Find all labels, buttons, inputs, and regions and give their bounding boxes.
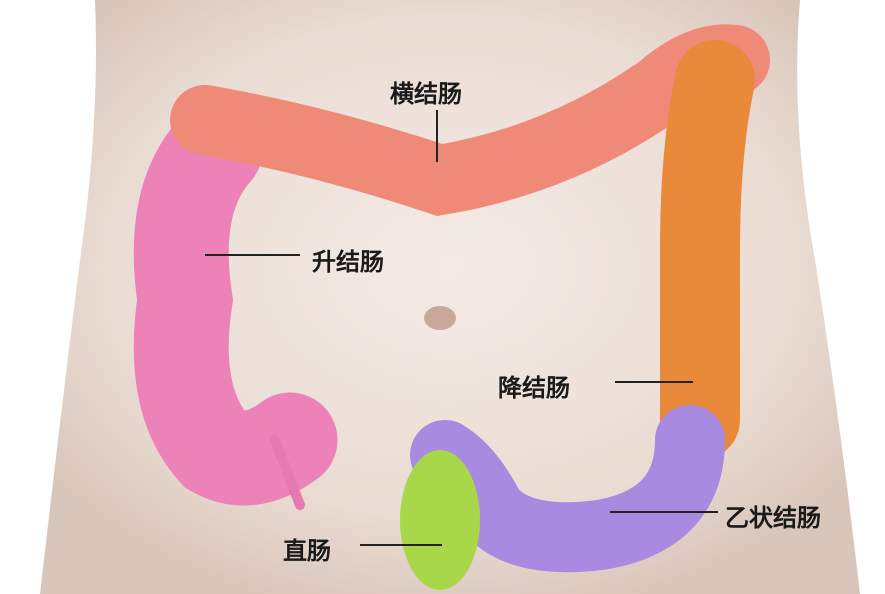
sigmoid-colon [410, 405, 725, 573]
appendix [270, 435, 305, 510]
rectum [400, 450, 480, 590]
leader-lines [205, 110, 718, 546]
descending-colon [659, 40, 755, 460]
navel [424, 306, 456, 330]
label-sigmoid-colon: 乙状结肠 [725, 504, 821, 532]
ascending-colon [133, 102, 338, 506]
label-transverse-colon: 横结肠 [390, 80, 462, 108]
label-descending-colon: 降结肠 [498, 374, 570, 402]
label-rectum: 直肠 [283, 537, 331, 565]
label-ascending-colon: 升结肠 [312, 248, 384, 276]
